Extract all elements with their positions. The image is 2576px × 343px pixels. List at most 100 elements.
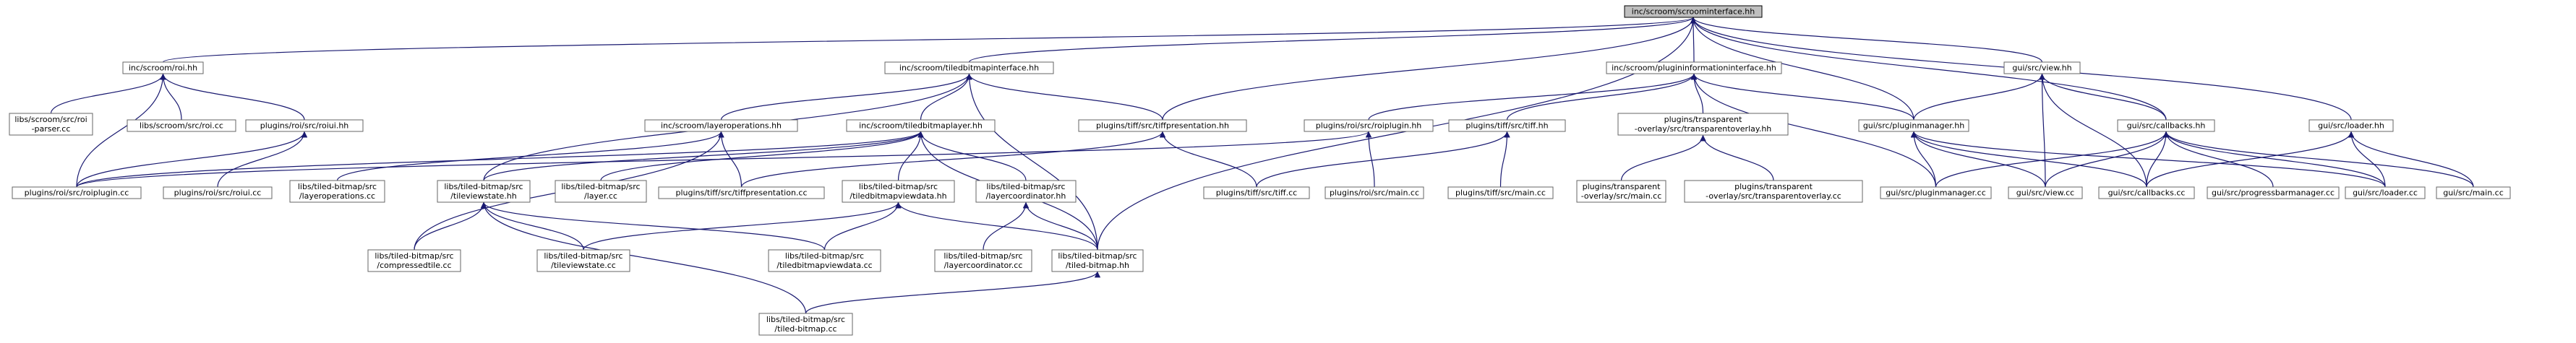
node-box bbox=[122, 61, 204, 74]
node-tiledbitmap_cc[interactable]: libs/tiled-bitmap/src/tiled-bitmap.cc bbox=[758, 313, 853, 336]
node-tileviewstate_cc[interactable]: libs/tiled-bitmap/src/tileviewstate.cc bbox=[536, 249, 630, 272]
node-box bbox=[2008, 186, 2083, 199]
edge-callbacks_hh-to-view_hh bbox=[2039, 73, 2167, 121]
edge-roi_cc-to-roi_hh bbox=[160, 73, 182, 121]
node-tiff_cc[interactable]: plugins/tiff/src/tiff.cc bbox=[1203, 186, 1310, 199]
node-label: plugins/tiff/src/tiffpresentation.hh bbox=[1096, 121, 1229, 131]
node-label: libs/tiled-bitmap/src bbox=[785, 251, 864, 261]
node-label: gui/src/callbacks.hh bbox=[2127, 121, 2206, 131]
node-callbacks_cc[interactable]: gui/src/callbacks.cc bbox=[2098, 186, 2195, 199]
node-label: /tiledbitmapviewdata.hh bbox=[850, 191, 946, 201]
node-box bbox=[2308, 119, 2394, 132]
node-main_cc[interactable]: gui/src/main.cc bbox=[2436, 186, 2511, 199]
node-pluginmanager_hh[interactable]: gui/src/pluginmanager.hh bbox=[1858, 119, 1969, 132]
node-label: /layercoordinator.cc bbox=[944, 261, 1023, 270]
node-view_hh[interactable]: gui/src/view.hh bbox=[2003, 61, 2081, 74]
nodes-layer: inc/scroom/scroominterface.hh inc/scroom/… bbox=[9, 5, 2511, 336]
node-tiffpres_cc[interactable]: plugins/tiff/src/tiffpresentation.cc bbox=[658, 186, 825, 199]
node-box bbox=[975, 180, 1077, 203]
node-box bbox=[1051, 249, 1144, 272]
node-tiledbitmaplayer_hh[interactable]: inc/scroom/tiledbitmaplayer.hh bbox=[846, 119, 996, 132]
edge-main_cc-to-callbacks_hh bbox=[2162, 131, 2474, 188]
edge-roiplugin_cc-to-roiui_hh bbox=[76, 131, 308, 188]
node-compressedtile_cc[interactable]: libs/tiled-bitmap/src/compressedtile.cc bbox=[367, 249, 461, 272]
node-label: gui/src/view.cc bbox=[2016, 188, 2074, 198]
edge-view_cc-to-callbacks_hh bbox=[2045, 131, 2170, 188]
node-label: /tileviewstate.cc bbox=[551, 261, 616, 270]
edge-layercoord_hh-to-tiledbitmaplayer_hh bbox=[917, 131, 1027, 181]
node-label: plugins/transparent bbox=[1734, 182, 1813, 191]
node-callbacks_hh[interactable]: gui/src/callbacks.hh bbox=[2117, 119, 2215, 132]
node-tiff_main_cc[interactable]: plugins/tiff/src/main.cc bbox=[1447, 186, 1554, 199]
edge-tiledbitmap_hh-to-tbi_hh bbox=[966, 73, 1098, 251]
node-roiui_hh[interactable]: plugins/roi/src/roiui.hh bbox=[245, 119, 364, 132]
edge-tbi_hh-to-scroominterface bbox=[968, 17, 1696, 63]
edge-roi_main_cc-to-roiplugin_hh bbox=[1365, 131, 1375, 188]
node-roi_hh[interactable]: inc/scroom/roi.hh bbox=[122, 61, 204, 74]
edge-tiff_main_cc-to-tiff_hh bbox=[1499, 131, 1510, 188]
node-loader_hh[interactable]: gui/src/loader.hh bbox=[2308, 119, 2394, 132]
node-layerops_cc[interactable]: libs/tiled-bitmap/src/layeroperations.cc bbox=[289, 180, 385, 203]
node-transparent_hh[interactable]: plugins/transparent-overlay/src/transpar… bbox=[1617, 113, 1789, 136]
node-tiffpres_hh[interactable]: plugins/tiff/src/tiffpresentation.hh bbox=[1078, 119, 1247, 132]
edge-tileviewstate_cc-to-tbviewdata_hh bbox=[583, 201, 902, 251]
node-label: libs/tiled-bitmap/src bbox=[859, 182, 938, 191]
node-box bbox=[536, 249, 630, 272]
node-label: libs/tiled-bitmap/src bbox=[943, 251, 1022, 261]
node-label: plugins/tiff/src/tiffpresentation.cc bbox=[675, 188, 807, 198]
edge-callbacks_cc-to-loader_hh bbox=[2146, 131, 2355, 188]
node-roi_cc[interactable]: libs/scroom/src/roi.cc bbox=[127, 119, 236, 132]
node-transp_main_cc[interactable]: plugins/transparent-overlay/src/main.cc bbox=[1576, 180, 1666, 203]
edge-callbacks_cc-to-view_hh bbox=[2039, 73, 2147, 188]
edge-tiledbitmap_hh-to-tbviewdata_hh bbox=[895, 201, 1098, 251]
edge-tbviewdata_cc-to-tbviewdata_hh bbox=[823, 201, 902, 251]
edge-tbviewdata_cc-to-tileviewstate_hh bbox=[480, 201, 826, 251]
node-label: /tiled-bitmap.cc bbox=[774, 324, 836, 334]
node-label: libs/tiled-bitmap/src bbox=[298, 182, 377, 191]
node-tbi_hh[interactable]: inc/scroom/tiledbitmapinterface.hh bbox=[884, 61, 1054, 74]
node-tbviewdata_hh[interactable]: libs/tiled-bitmap/src/tiledbitmapviewdat… bbox=[842, 180, 955, 203]
edge-roiui_hh-to-roi_hh bbox=[160, 73, 305, 121]
node-label: inc/scroom/roi.hh bbox=[129, 64, 197, 73]
edge-tiffpres_hh-to-tbi_hh bbox=[966, 73, 1163, 121]
node-box bbox=[934, 249, 1032, 272]
node-roiplugin_cc[interactable]: plugins/roi/src/roiplugin.cc bbox=[12, 186, 142, 199]
node-box bbox=[1684, 180, 1863, 203]
node-layercoord_cc[interactable]: libs/tiled-bitmap/src/layercoordinator.c… bbox=[934, 249, 1032, 272]
node-layerops_hh[interactable]: inc/scroom/layeroperations.hh bbox=[644, 119, 798, 132]
node-tiff_hh[interactable]: plugins/tiff/src/tiff.hh bbox=[1448, 119, 1566, 132]
node-roi_parser[interactable]: libs/scroom/src/roi-parser.cc bbox=[9, 113, 93, 136]
node-tileviewstate_hh[interactable]: libs/tiled-bitmap/src/tileviewstate.hh bbox=[437, 180, 531, 203]
node-box bbox=[2345, 186, 2426, 199]
node-box bbox=[1880, 186, 1992, 199]
node-label: libs/tiled-bitmap/src bbox=[561, 182, 640, 191]
node-box bbox=[846, 119, 996, 132]
node-view_cc[interactable]: gui/src/view.cc bbox=[2008, 186, 2083, 199]
node-tbviewdata_cc[interactable]: libs/tiled-bitmap/src/tiledbitmapviewdat… bbox=[768, 249, 881, 272]
node-loader_cc[interactable]: gui/src/loader.cc bbox=[2345, 186, 2426, 199]
edge-tiledbitmap_cc-to-tiledbitmap_hh bbox=[805, 271, 1101, 314]
node-roiplugin_hh[interactable]: plugins/roi/src/roiplugin.hh bbox=[1304, 119, 1434, 132]
node-transp_cc[interactable]: plugins/transparent-overlay/src/transpar… bbox=[1684, 180, 1863, 203]
edge-pluginmanager_cc-to-callbacks_hh bbox=[1935, 131, 2170, 188]
edge-view_cc-to-pluginmanager_hh bbox=[1910, 131, 2046, 188]
node-roi_main_cc[interactable]: plugins/roi/src/main.cc bbox=[1325, 186, 1424, 199]
edges-layer bbox=[50, 17, 2474, 314]
node-tiledbitmap_hh[interactable]: libs/tiled-bitmap/src/tiled-bitmap.hh bbox=[1051, 249, 1144, 272]
node-label: libs/scroom/src/roi.cc bbox=[140, 121, 223, 131]
node-label: plugins/roi/src/roiplugin.cc bbox=[25, 188, 129, 198]
node-roiui_cc[interactable]: plugins/roi/src/roiui.cc bbox=[163, 186, 273, 199]
edge-tiledbitmap_hh-to-scroominterface bbox=[1097, 17, 1697, 251]
edge-roiplugin_cc-to-roi_hh bbox=[76, 73, 166, 188]
node-label: /layeroperations.cc bbox=[299, 191, 375, 201]
edge-tiffpres_cc-to-tiffpres_hh bbox=[740, 131, 1166, 188]
node-layercoord_hh[interactable]: libs/tiled-bitmap/src/layercoordinator.h… bbox=[975, 180, 1077, 203]
node-scroominterface[interactable]: inc/scroom/scroominterface.hh bbox=[1624, 5, 1763, 18]
node-pluginmanager_cc[interactable]: gui/src/pluginmanager.cc bbox=[1880, 186, 1992, 199]
node-progressbar_cc[interactable]: gui/src/progressbarmanager.cc bbox=[2207, 186, 2340, 199]
node-pii_hh[interactable]: inc/scroom/plugininformationinterface.hh bbox=[1606, 61, 1782, 74]
edge-tiff_hh-to-pii_hh bbox=[1506, 73, 1698, 121]
edge-loader_cc-to-loader_hh bbox=[2348, 131, 2386, 188]
node-box bbox=[245, 119, 364, 132]
node-layer_cc[interactable]: libs/tiled-bitmap/src/layer.cc bbox=[555, 180, 647, 203]
